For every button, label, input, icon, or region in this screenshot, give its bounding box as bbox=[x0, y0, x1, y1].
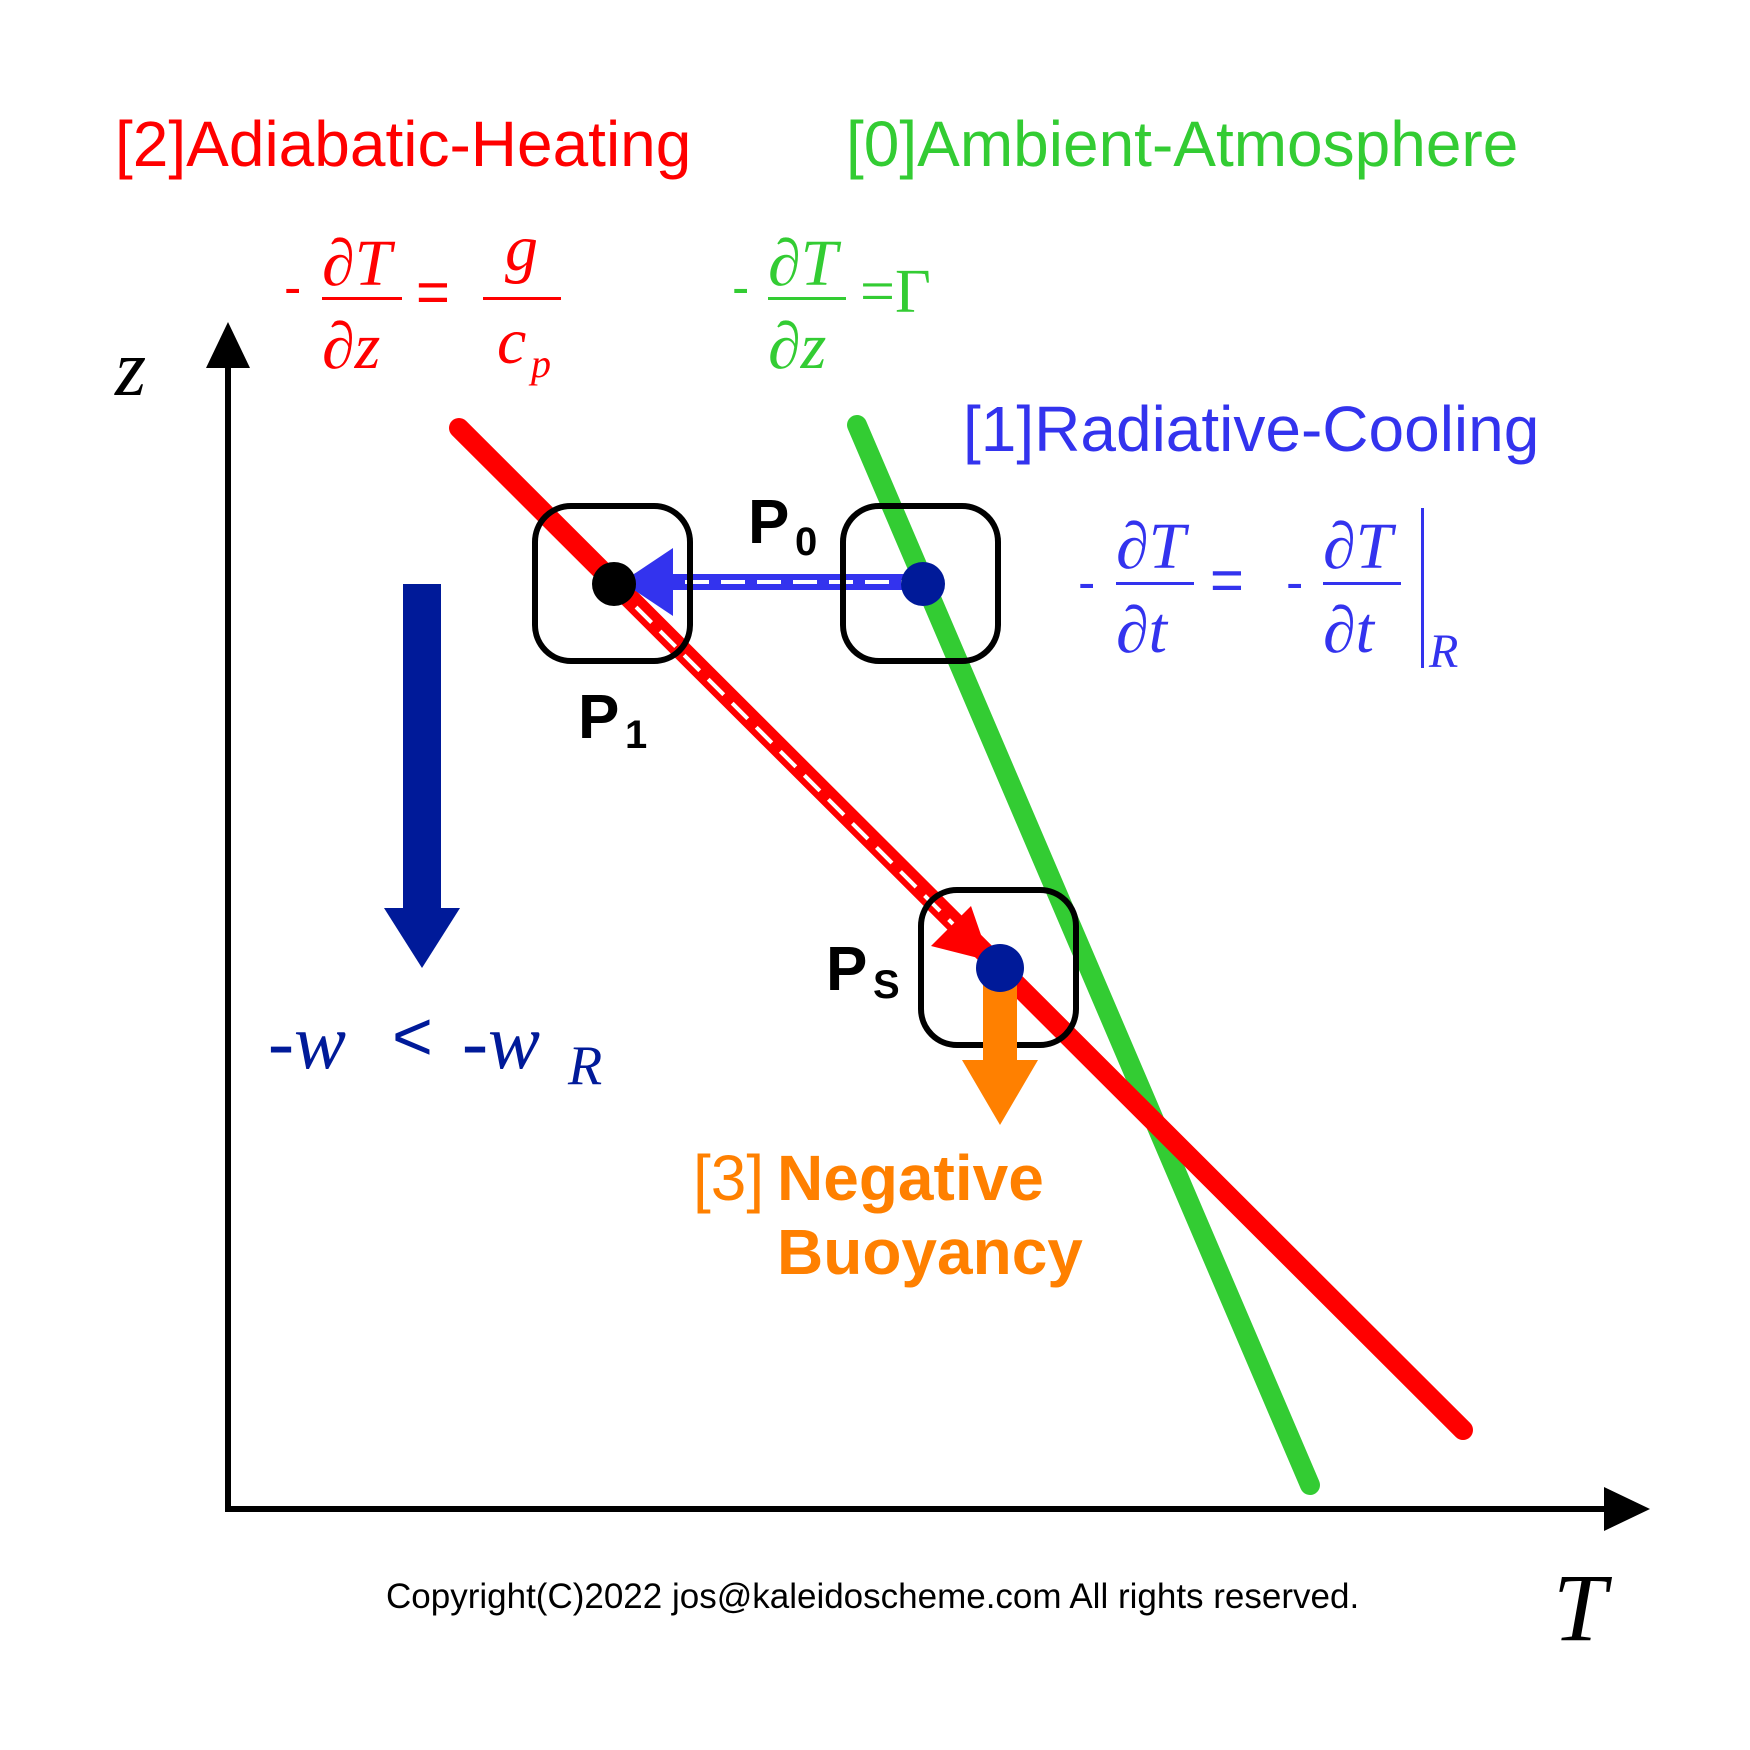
eq-rhs-numerator: ∂T bbox=[1323, 510, 1397, 583]
eq-minus-sign: - bbox=[284, 259, 301, 317]
parcel-label-p0: P 0 bbox=[748, 488, 817, 564]
copyright-notice: Copyright(C)2022 jos@kaleidoscheme.com A… bbox=[386, 1577, 1359, 1616]
t-axis-arrowhead bbox=[1604, 1487, 1650, 1531]
ps-letter: P bbox=[826, 935, 867, 1004]
descent-path-arrowhead bbox=[931, 906, 990, 961]
velocity-rhs-subscript: R bbox=[567, 1035, 602, 1097]
descent-path-dashes bbox=[610, 581, 962, 933]
velocity-rhs: -w bbox=[462, 998, 540, 1085]
velocity-lhs: -w bbox=[268, 998, 346, 1085]
eq-rhs-numerator: g bbox=[505, 212, 538, 285]
radiative-cooling-equation: - ∂T ∂t = - ∂T ∂t R bbox=[1078, 508, 1458, 678]
eq-rhs-denominator: c bbox=[497, 305, 526, 378]
velocity-arrow-head bbox=[384, 908, 460, 968]
parcel-box-p0 bbox=[840, 503, 1001, 664]
buoyancy-word-negative: Negative bbox=[777, 1142, 1044, 1214]
radiative-cooling-title: [1]Radiative-Cooling bbox=[963, 393, 1539, 465]
descent-path-arrow bbox=[607, 578, 990, 961]
adiabatic-lapse-rate-equation: - ∂T ∂z = g c p bbox=[284, 212, 561, 386]
p0-letter: P bbox=[748, 488, 789, 557]
eq-numerator: ∂T bbox=[1116, 510, 1190, 583]
eq-minus-sign: - bbox=[732, 259, 749, 317]
radiative-cooling-arrow bbox=[622, 548, 925, 616]
eq-evaluation-bar bbox=[1421, 508, 1424, 668]
eq-denominator: ∂t bbox=[1116, 594, 1169, 667]
t-axis-label: T bbox=[1553, 1554, 1613, 1661]
eq-denominator: ∂z bbox=[322, 310, 380, 383]
eq-rhs-subscript: p bbox=[528, 341, 551, 386]
p1-letter: P bbox=[578, 683, 619, 752]
ps-subscript: S bbox=[873, 963, 900, 1007]
eq-subscript-r: R bbox=[1428, 625, 1458, 678]
eq-minus-sign: - bbox=[1078, 554, 1095, 612]
ambient-lapse-rate-equation: - ∂T ∂z =Γ bbox=[732, 227, 931, 383]
p1-subscript: 1 bbox=[625, 713, 647, 757]
eq-rhs-fraction-bar bbox=[1323, 582, 1401, 585]
p0-subscript: 0 bbox=[795, 520, 817, 564]
eq-rhs-fraction-bar bbox=[483, 297, 561, 300]
velocity-inequality: -w < -w R bbox=[268, 997, 602, 1097]
eq-rhs-gamma: =Γ bbox=[860, 258, 931, 326]
sinking-velocity-arrow bbox=[384, 584, 460, 968]
parcel-dot-p0 bbox=[901, 562, 945, 606]
eq-equals-sign: = bbox=[416, 260, 450, 325]
eq-fraction-bar bbox=[768, 297, 846, 300]
eq-fraction-bar bbox=[322, 297, 402, 300]
velocity-less-than: < bbox=[392, 997, 433, 1075]
eq-minus-sign-rhs: - bbox=[1286, 554, 1303, 612]
eq-fraction-bar bbox=[1116, 582, 1194, 585]
eq-numerator: ∂T bbox=[768, 227, 842, 300]
eq-equals-sign: = bbox=[1210, 548, 1244, 613]
parcel-dot-p1 bbox=[592, 562, 636, 606]
buoyancy-arrow-head bbox=[962, 1060, 1038, 1125]
velocity-arrow-shaft bbox=[403, 584, 441, 910]
parcel-dot-ps bbox=[976, 944, 1024, 992]
eq-numerator: ∂T bbox=[322, 227, 396, 300]
negative-buoyancy-label: [3] Negative Buoyancy bbox=[693, 1142, 1083, 1288]
ambient-atmosphere-title: [0]Ambient-Atmosphere bbox=[846, 108, 1518, 180]
z-axis-arrowhead bbox=[206, 322, 250, 368]
adiabatic-heating-title: [2]Adiabatic-Heating bbox=[115, 108, 691, 180]
buoyancy-prefix: [3] bbox=[693, 1142, 764, 1214]
parcel-label-ps: P S bbox=[826, 935, 900, 1007]
buoyancy-word-buoyancy: Buoyancy bbox=[777, 1216, 1083, 1288]
axes: z T bbox=[114, 322, 1650, 1661]
parcel-box-p1 bbox=[532, 503, 693, 664]
eq-denominator: ∂z bbox=[768, 310, 826, 383]
eq-rhs-denominator: ∂t bbox=[1323, 594, 1376, 667]
parcel-label-p1: P 1 bbox=[578, 683, 647, 757]
z-axis-label: z bbox=[114, 325, 146, 413]
cooling-arrow-arrowhead bbox=[622, 548, 673, 616]
